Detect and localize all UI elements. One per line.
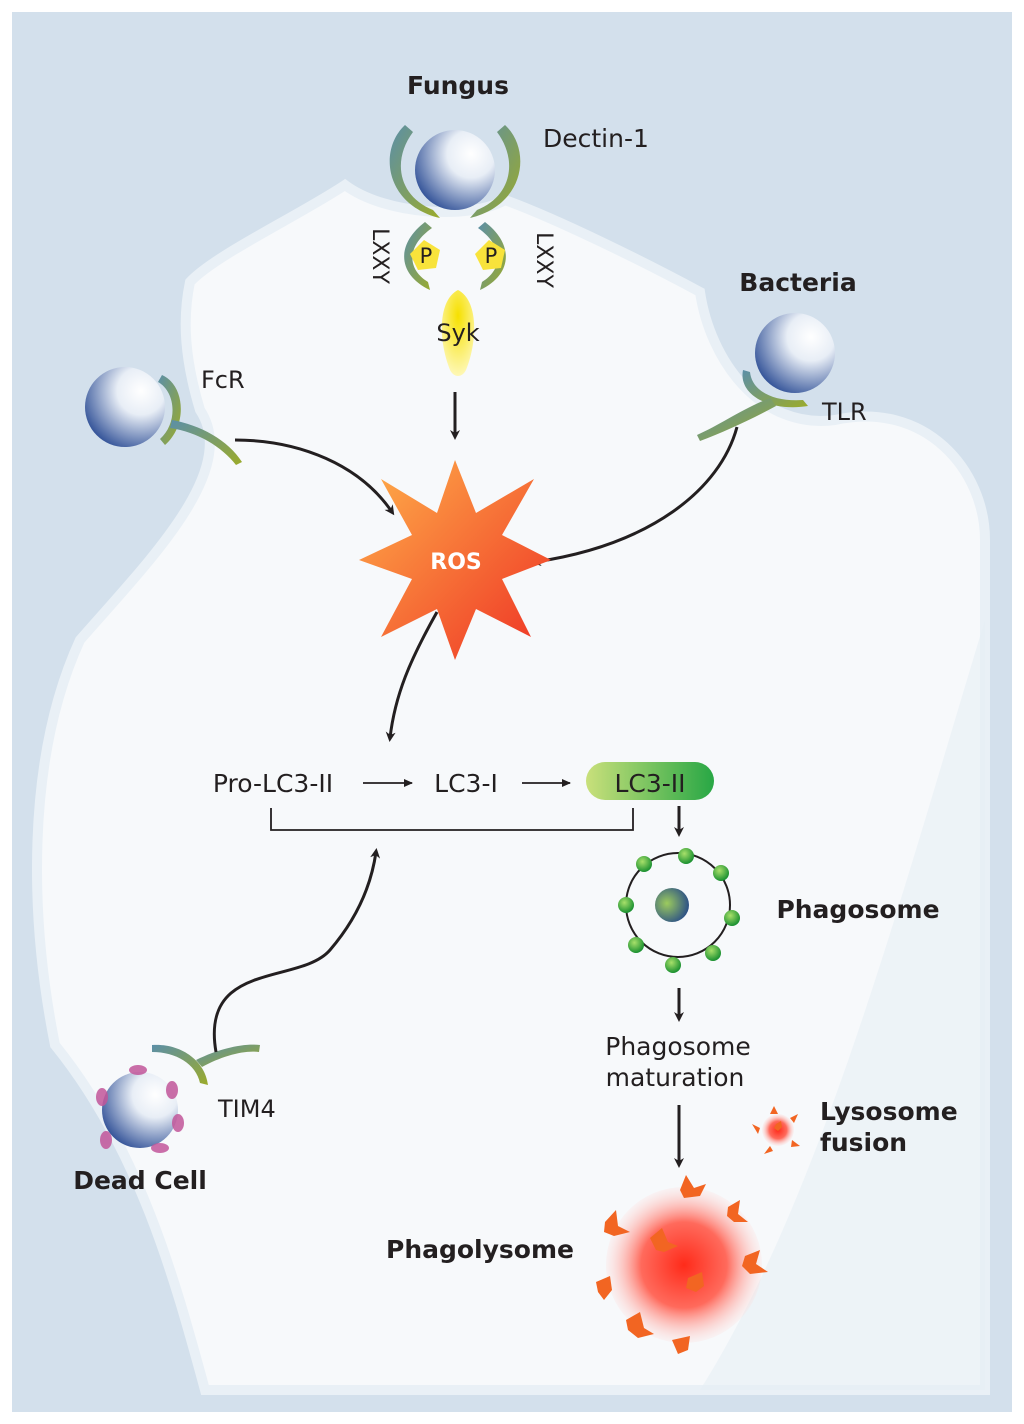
bacteria-label: Bacteria <box>739 268 856 297</box>
dectin-right-tail-icon <box>478 222 506 290</box>
fcr-particle <box>85 367 165 447</box>
phagolysome-icon <box>596 1175 768 1354</box>
phosphate-left-icon <box>410 240 440 270</box>
maturation-line2: maturation <box>606 1063 745 1092</box>
phosphate-right-icon <box>475 240 505 270</box>
lc3-i-label: LC3-I <box>434 769 498 798</box>
syk-shape-icon <box>441 290 475 376</box>
fcr-tail-icon <box>170 420 242 465</box>
lysosome-icon <box>752 1106 800 1154</box>
phagosome-lc3-dots <box>618 848 740 973</box>
lxxy-right-label: LXXY <box>531 232 556 288</box>
phagosome-label: Phagosome <box>776 895 939 924</box>
tim4-receptor-icon <box>152 1044 208 1085</box>
tlr-label: TLR <box>821 398 867 426</box>
maturation-line1: Phagosome <box>605 1032 750 1061</box>
phagolysome-label: Phagolysome <box>386 1235 574 1264</box>
p-right-label: P <box>485 244 498 268</box>
lysosome-line2: fusion <box>820 1128 907 1157</box>
pro-lc3-label: Pro-LC3-II <box>213 769 333 798</box>
ros-to-lc3-arrow <box>385 611 439 742</box>
syk-label: Syk <box>436 319 479 347</box>
tlr-tail-icon <box>697 398 776 441</box>
fungus-particle <box>415 130 495 210</box>
cell-membrane <box>32 178 990 1395</box>
dead-cell-particle <box>102 1072 178 1148</box>
lc3-ii-label: LC3-II <box>614 769 685 798</box>
p-left-label: P <box>420 244 433 268</box>
phagosome-cargo <box>655 888 689 922</box>
lysosome-line1: Lysosome <box>820 1097 958 1126</box>
tlr-to-ros-arrow <box>531 426 739 567</box>
lc3-ii-pill <box>586 762 714 800</box>
ros-burst-icon <box>359 460 551 660</box>
ros-label: ROS <box>430 550 482 575</box>
bacteria-particle <box>755 313 835 393</box>
dectin-right-arm-icon <box>470 125 521 218</box>
lxxy-left-label: LXXY <box>367 228 392 284</box>
dead-cell-blebs <box>96 1065 184 1153</box>
tim4-tail-icon <box>196 1044 260 1067</box>
dectin-label: Dectin-1 <box>543 124 649 153</box>
tim4-label: TIM4 <box>217 1095 276 1123</box>
dead-cell-label: Dead Cell <box>73 1166 207 1195</box>
fungus-label: Fungus <box>407 71 509 100</box>
tim4-to-lc3-arrow <box>212 848 381 1053</box>
dectin-left-tail-icon <box>404 222 432 290</box>
fcr-to-ros-arrow <box>234 438 395 516</box>
tlr-receptor-icon <box>742 370 808 408</box>
dectin-left-arm-icon <box>389 125 440 218</box>
lc3-bracket <box>270 808 634 831</box>
fcr-label: FcR <box>201 366 245 394</box>
cell-shading <box>700 620 985 1390</box>
